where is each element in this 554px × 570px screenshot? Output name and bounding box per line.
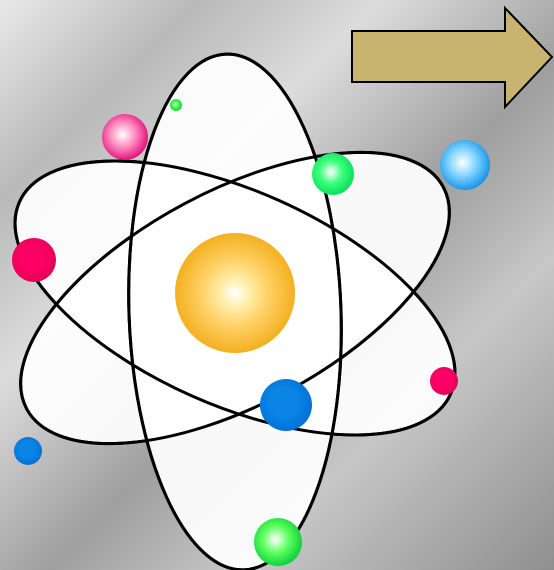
electron-blue-lower-middle (260, 379, 312, 431)
electron-pink-left (12, 238, 56, 282)
electron-green-small (170, 99, 182, 111)
electron-pink-top-left (102, 114, 148, 160)
electron-pink-right (430, 367, 458, 395)
right-arrow-icon (352, 8, 552, 107)
arrow-shape (352, 8, 552, 107)
electron-blue-lower-left (14, 437, 42, 465)
electron-green-bottom (254, 518, 302, 566)
electron-green-upper-right (312, 153, 354, 195)
atom-diagram (0, 50, 494, 570)
electron-blue-upper-right (440, 140, 490, 190)
atom-nucleus (175, 233, 295, 353)
